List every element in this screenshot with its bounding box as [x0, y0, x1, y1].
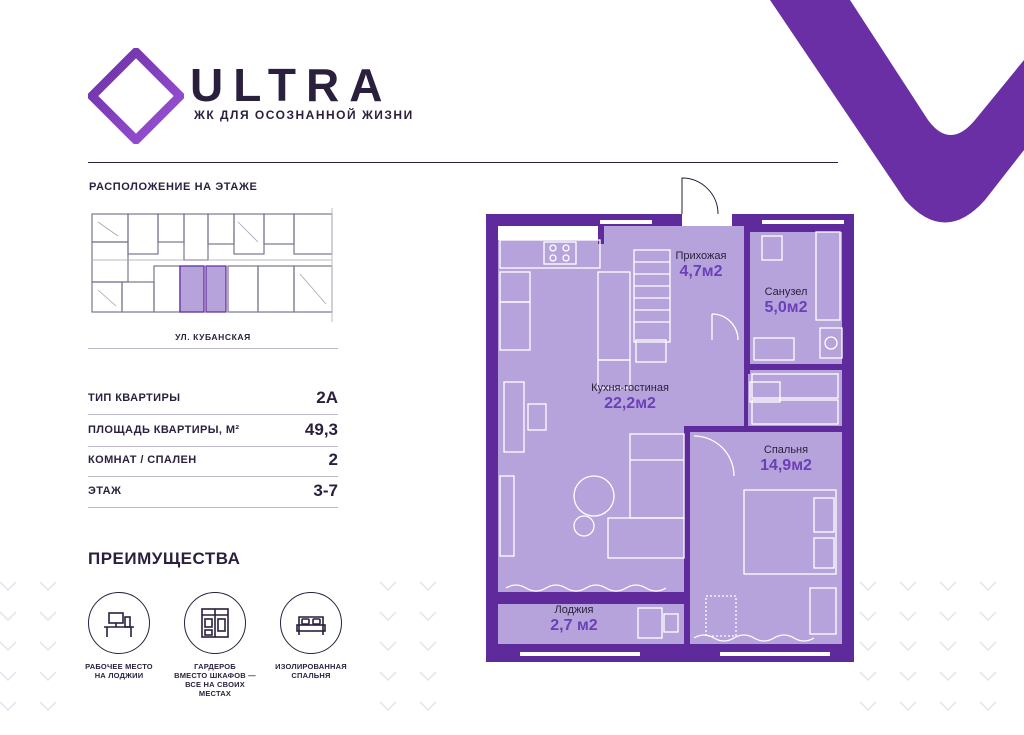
- advantage-line: СПАЛЬНЯ: [291, 671, 331, 680]
- spec-label: ЭТАЖ: [88, 485, 122, 497]
- room-area: 5,0м2: [764, 299, 808, 317]
- room-area: 22,2м2: [604, 395, 656, 413]
- workplace-icon: [104, 612, 134, 637]
- wardrobe-icon: [201, 608, 229, 638]
- brand-v-shape: [770, 0, 1024, 223]
- room-name: Санузел: [764, 286, 808, 298]
- room-name: Кухня-гостиная: [591, 382, 669, 394]
- divider: [88, 348, 338, 349]
- room-bath: Санузел 5,0м2: [744, 286, 828, 317]
- room-area: 14,9м2: [760, 457, 812, 475]
- advantage-line: ВСЕ НА СВОИХ МЕСТАХ: [185, 680, 245, 698]
- advantage-line: НА ЛОДЖИИ: [94, 671, 144, 680]
- advantage-line: ИЗОЛИРОВАННАЯ: [275, 662, 347, 671]
- street-name: УЛ. КУБАНСКАЯ: [175, 332, 251, 342]
- spec-value: 2А: [316, 388, 338, 407]
- room-area: 4,7м2: [679, 263, 723, 281]
- bed-icon: [296, 616, 326, 635]
- logo-icon: [88, 48, 184, 144]
- floor-location-map: [88, 208, 338, 322]
- apartment-floor-plan: [486, 177, 854, 662]
- spec-row-floor: ЭТАЖ 3-7: [88, 475, 338, 508]
- room-name: Лоджия: [554, 604, 594, 616]
- advantages-title: ПРЕИМУЩЕСТВА: [88, 549, 241, 568]
- room-name: Прихожая: [675, 250, 727, 262]
- spec-value: 3-7: [313, 481, 338, 500]
- room-living: Кухня-гостиная 22,2м2: [560, 382, 700, 413]
- divider: [88, 162, 838, 163]
- spec-value: 49,3: [304, 420, 338, 439]
- spec-label: ПЛОЩАДЬ КВАРТИРЫ, М²: [88, 424, 240, 436]
- spec-row-type: ТИП КВАРТИРЫ 2А: [88, 382, 338, 415]
- advantage-wardrobe: ГАРДЕРОБ ВМЕСТО ШКАФОВ — ВСЕ НА СВОИХ МЕ…: [169, 592, 261, 698]
- brand-name: ULTRA: [190, 59, 393, 111]
- location-title: РАСПОЛОЖЕНИЕ НА ЭТАЖЕ: [89, 181, 258, 193]
- advantage-workplace: РАБОЧЕЕ МЕСТО НА ЛОДЖИИ: [73, 592, 165, 680]
- spec-label: КОМНАТ / СПАЛЕН: [88, 454, 197, 466]
- advantage-line: ВМЕСТО ШКАФОВ —: [174, 671, 256, 680]
- spec-value: 2: [328, 450, 338, 469]
- room-bedroom: Спальня 14,9м2: [736, 444, 836, 475]
- spec-row-area: ПЛОЩАДЬ КВАРТИРЫ, М² 49,3: [88, 414, 338, 447]
- room-area: 2,7 м2: [550, 617, 598, 635]
- advantage-bedroom: ИЗОЛИРОВАННАЯ СПАЛЬНЯ: [265, 592, 357, 680]
- advantage-line: РАБОЧЕЕ МЕСТО: [85, 662, 153, 671]
- spec-row-rooms: КОМНАТ / СПАЛЕН 2: [88, 444, 338, 477]
- spec-label: ТИП КВАРТИРЫ: [88, 392, 181, 404]
- advantage-line: ГАРДЕРОБ: [194, 662, 236, 671]
- room-hall: Прихожая 4,7м2: [658, 250, 744, 281]
- brand-tagline: ЖК ДЛЯ ОСОЗНАННОЙ ЖИЗНИ: [194, 108, 414, 122]
- room-loggia: Лоджия 2,7 м2: [534, 604, 614, 635]
- room-name: Спальня: [763, 444, 809, 456]
